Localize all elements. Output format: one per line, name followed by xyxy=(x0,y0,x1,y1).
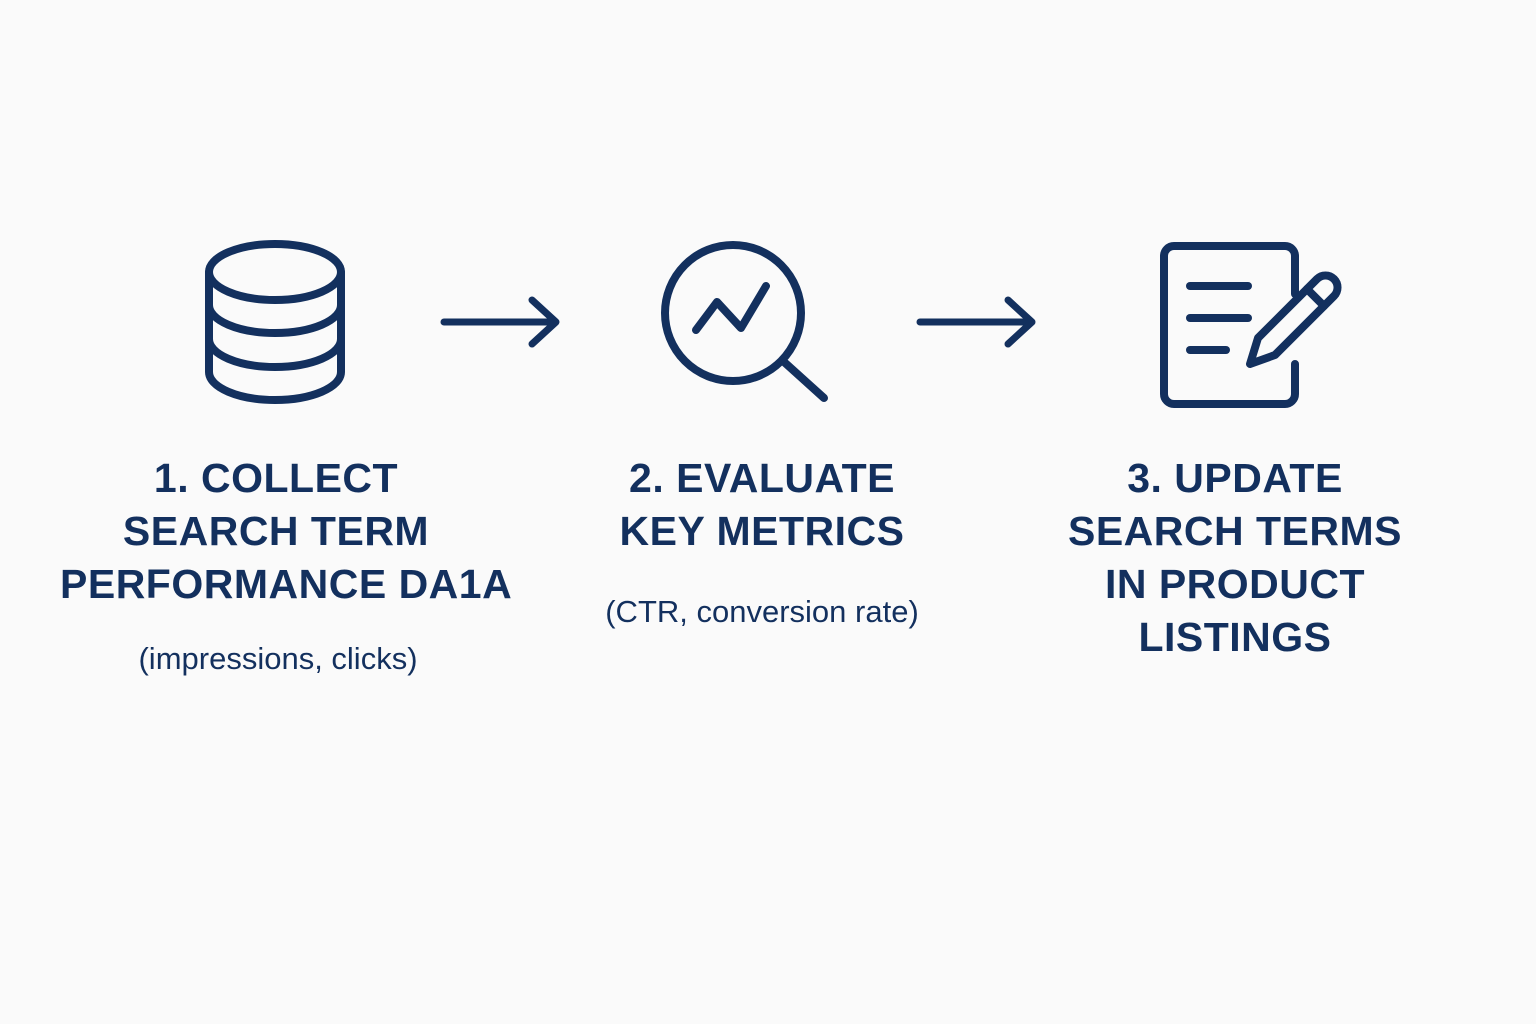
database-icon xyxy=(196,232,356,416)
step-1-title: 1. COLLECT SEARCH TERM PERFORMANCE DA1A xyxy=(60,452,513,611)
arrow-right-icon xyxy=(436,292,566,352)
magnifier-trend-icon xyxy=(656,236,836,408)
arrow-right-icon xyxy=(912,292,1042,352)
step-1-title-line: 1. COLLECT xyxy=(153,455,399,501)
step-2-title-line: 2. EVALUATE xyxy=(629,455,895,501)
step-3-title-line: IN PRODUCT xyxy=(1104,561,1366,607)
step-3-title-line: 3. UPDATE xyxy=(1127,455,1343,501)
step-2-note: (CTR, conversion rate) xyxy=(605,594,919,629)
step-2-title: 2. EVALUATE KEY METRICS xyxy=(552,452,972,558)
step-1-note: (impressions, clicks) xyxy=(138,641,418,676)
step-1-title-line: SEARCH TERM xyxy=(122,508,430,554)
step-2-title-line: KEY METRICS xyxy=(619,508,905,554)
step-3-title-line: SEARCH TERMS xyxy=(1067,508,1403,554)
step-1-title-line: PERFORMANCE DA1A xyxy=(60,561,513,607)
step-3-title-line: LISTINGS xyxy=(1138,614,1332,660)
document-edit-icon xyxy=(1152,236,1352,416)
step-3-title: 3. UPDATE SEARCH TERMS IN PRODUCT LISTIN… xyxy=(1035,452,1435,664)
